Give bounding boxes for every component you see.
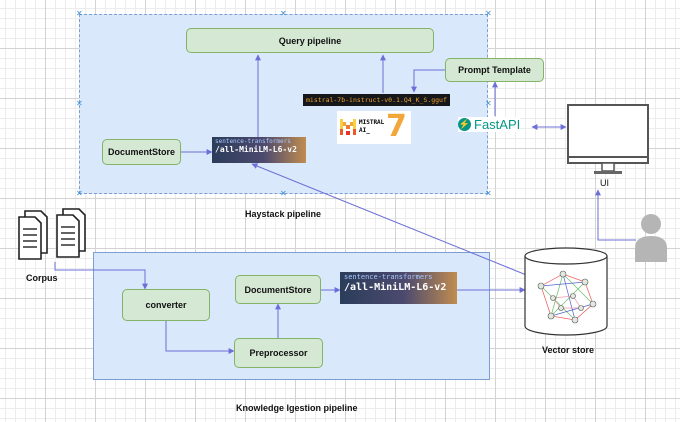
monitor-icon[interactable]: [566, 103, 650, 177]
selection-handle-bottom-left[interactable]: ✕: [76, 189, 83, 198]
fastapi-bolt-icon: ⚡: [458, 118, 471, 131]
connector-user-to-ui: [595, 189, 636, 241]
user-icon[interactable]: [633, 212, 669, 262]
ingestion-pipeline-caption: Knowledge Igestion pipeline: [236, 403, 358, 413]
connector-corpus-to-converter: [54, 262, 148, 290]
embedder-model-label: /all-MiniLM-L6-v2: [215, 144, 297, 154]
fastapi-logo[interactable]: ⚡ FastAPI: [458, 117, 521, 132]
haystack-document-store-node[interactable]: DocumentStore: [102, 139, 181, 165]
embedder-provider-label: sentence-transformers: [215, 138, 291, 145]
connector-vectorstore-to-embedder: [251, 163, 572, 294]
mistral-wordmark-line1: MISTRAL: [359, 119, 385, 126]
query-pipeline-node[interactable]: Query pipeline: [186, 28, 434, 53]
converter-node[interactable]: converter: [122, 289, 210, 321]
haystack-pipeline-caption: Haystack pipeline: [245, 209, 322, 219]
mistral-logo: MISTRAL AI_ 7: [337, 109, 411, 144]
selection-handle-top-center[interactable]: ✕: [280, 9, 287, 18]
llm-model-file-label[interactable]: mistral-7b-instruct-v0.1.Q4_K_S.gguf: [303, 94, 450, 106]
prompt-template-node[interactable]: Prompt Template: [445, 58, 544, 82]
vector-store-label: Vector store: [542, 345, 595, 355]
ingestion-document-store-node[interactable]: DocumentStore: [235, 275, 321, 304]
corpus-documents-icon[interactable]: [15, 207, 87, 263]
ui-label: UI: [600, 178, 609, 188]
connector-converter-to-preprocessor: [165, 321, 235, 354]
vector-store-icon[interactable]: [523, 246, 609, 338]
selection-handle-top-left[interactable]: ✕: [76, 9, 83, 18]
mistral-seven-badge: 7: [386, 109, 407, 144]
selection-handle-mid-left[interactable]: ✕: [76, 99, 83, 108]
haystack-embedder-badge[interactable]: sentence-transformers /all-MiniLM-L6-v2: [212, 137, 306, 163]
preprocessor-node[interactable]: Preprocessor: [234, 338, 323, 368]
connector-prompt-to-model: [411, 69, 445, 93]
mistral-wordmark-line2: AI_: [359, 127, 370, 134]
fastapi-label: FastAPI: [474, 117, 521, 132]
embedder-provider-label: sentence-transformers: [344, 273, 433, 281]
mistral-m-icon: [340, 119, 356, 135]
selection-handle-mid-right[interactable]: ✕: [485, 99, 492, 108]
ingestion-embedder-badge[interactable]: sentence-transformers /all-MiniLM-L6-v2: [340, 272, 457, 304]
corpus-label: Corpus: [26, 273, 58, 283]
embedder-model-label: /all-MiniLM-L6-v2: [344, 281, 447, 293]
selection-handle-top-right[interactable]: ✕: [485, 9, 492, 18]
